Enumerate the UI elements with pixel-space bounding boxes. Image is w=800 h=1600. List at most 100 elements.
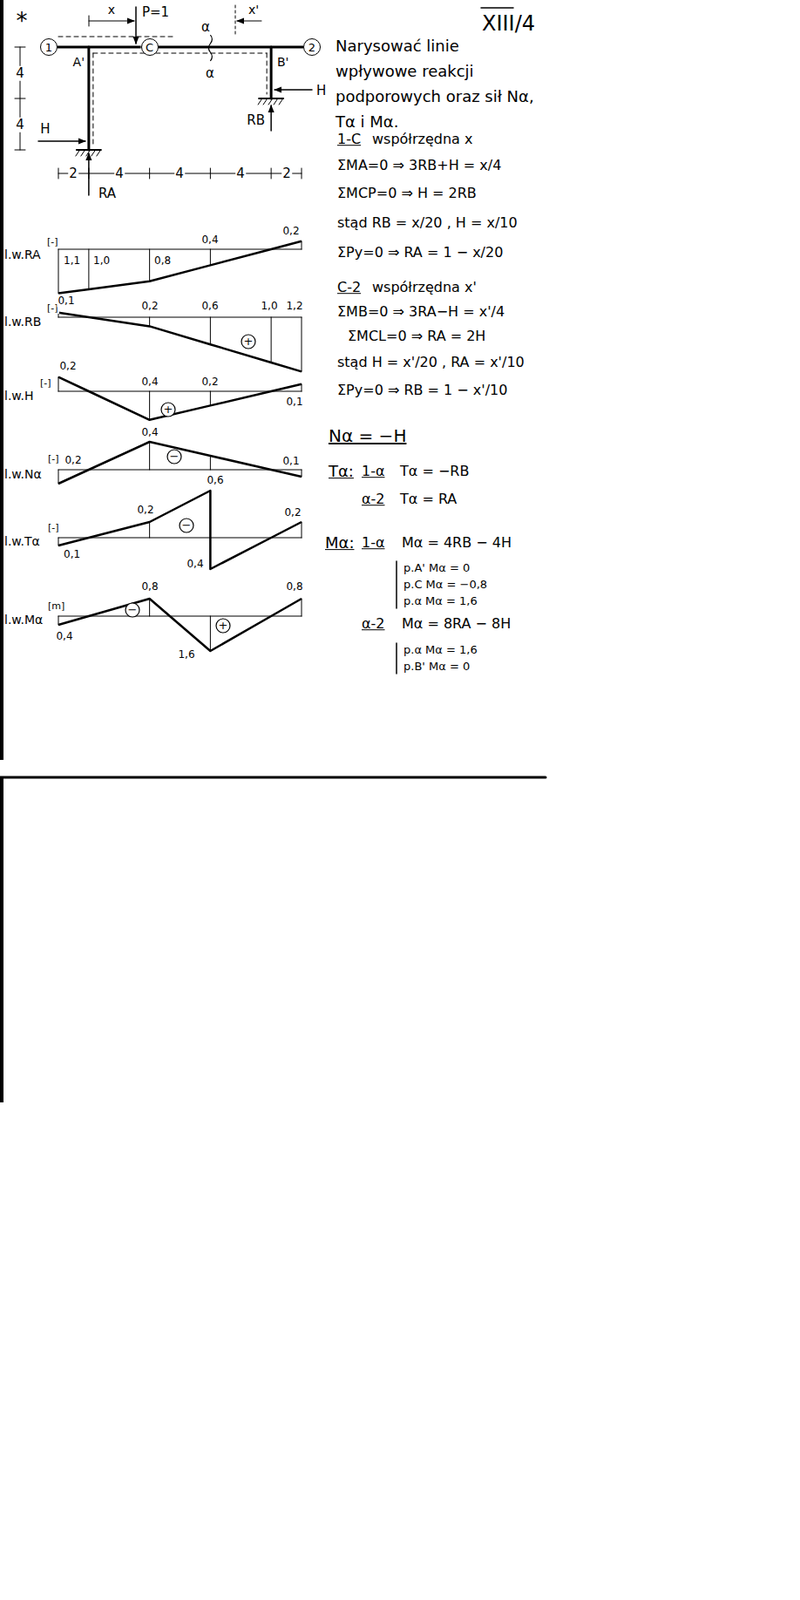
text-label: 0,2	[63, 454, 82, 467]
text-label: RA	[97, 186, 117, 202]
text-label: [-]	[46, 237, 60, 248]
text-label: Mα = 4RB − 4H	[400, 535, 513, 551]
text-label: Narysować linie wpływowe reakcji podporo…	[334, 33, 546, 135]
text-label: 0,2	[281, 225, 300, 238]
text-label: P=1	[141, 5, 170, 21]
text-label: x	[107, 3, 116, 17]
beam-member	[158, 46, 304, 49]
ordinate-line	[58, 377, 60, 392]
text-label: 1,0	[259, 300, 278, 312]
text-label: +	[217, 619, 230, 632]
fiber-line	[93, 53, 267, 55]
text-label: 1,2	[284, 300, 304, 312]
text-label: 1,1	[62, 255, 82, 267]
influence-baseline	[58, 248, 302, 250]
text-label: 0,2	[135, 504, 155, 516]
support-hatch	[96, 150, 101, 156]
influence-line	[58, 241, 302, 294]
support-hatch	[257, 99, 262, 105]
text-label: 1-α	[360, 463, 387, 480]
text-label: 4	[14, 117, 26, 133]
text-label: 0,2	[140, 300, 159, 312]
text-label: 0,2	[58, 360, 77, 373]
bracket-bar	[395, 643, 398, 674]
support-hatch	[273, 99, 278, 105]
text-label: l.w.Mα	[3, 613, 44, 627]
influence-line	[58, 377, 302, 421]
ordinate-line	[301, 522, 303, 538]
text-label: Tα:	[327, 462, 355, 481]
text-label: H	[315, 83, 327, 99]
text-label: stąd H = x'/20 , RA = x'/10	[336, 354, 526, 371]
text-label: l.w.Nα	[3, 467, 43, 482]
text-label: p.α Mα = 1,6	[402, 644, 479, 657]
reference-line	[235, 5, 237, 35]
support-base	[76, 149, 102, 151]
joint-label: 1	[45, 41, 53, 54]
text-label: ΣPy=0 ⇒ RA = 1 − x/20	[336, 244, 504, 261]
ordinate-line	[149, 441, 150, 470]
text-label: p.B' Mα = 0	[402, 660, 471, 673]
text-label: A'	[72, 55, 86, 69]
support-hatch	[268, 99, 272, 105]
text-label: 0,8	[153, 255, 172, 267]
dimension-tick	[14, 149, 26, 151]
text-label: [-]	[39, 378, 53, 389]
reaction-arrow	[274, 88, 312, 91]
dimension-tick	[14, 98, 26, 100]
load-path	[58, 36, 175, 38]
text-label: ΣPy=0 ⇒ RB = 1 − x'/10	[336, 382, 509, 399]
text-label: 1-C	[336, 131, 362, 148]
ordinate-line	[149, 317, 150, 326]
joint-label: 2	[308, 41, 316, 54]
text-label: C-2	[336, 279, 362, 296]
text-label: RB	[245, 113, 266, 129]
text-label: α-2	[360, 616, 387, 632]
page-border	[0, 0, 4, 760]
sign-circle	[216, 618, 231, 633]
ordinate-line	[58, 469, 60, 484]
ordinate-line	[301, 598, 303, 617]
dimension-tick	[88, 15, 90, 27]
text-label: Mα:	[324, 534, 355, 552]
influence-line	[58, 441, 302, 484]
overline	[481, 6, 514, 9]
ordinate-line	[149, 249, 150, 282]
text-label: ΣMA=0 ⇒ 3RB+H = x/4	[336, 157, 502, 174]
text-label: Mα = 8RA − 8H	[400, 616, 512, 632]
text-label: 0,1	[284, 396, 304, 408]
ordinate-line	[149, 391, 150, 421]
text-label: p.A' Mα = 0	[402, 562, 471, 575]
text-label: 0,4	[140, 427, 159, 439]
text-label: 0,4	[140, 376, 159, 388]
text-label: XIII/4	[481, 12, 536, 35]
ordinate-line	[271, 317, 272, 363]
support-hatch	[263, 99, 267, 105]
text-label: [-]	[47, 454, 61, 465]
dimension-tick	[149, 168, 150, 179]
sign-circle	[167, 449, 182, 464]
text-label: [m]	[47, 601, 66, 612]
dimension-tick	[210, 168, 211, 179]
text-label: 0,1	[62, 549, 82, 561]
page-divider	[0, 776, 546, 780]
sign-circle	[179, 518, 194, 533]
text-label: 1-α	[360, 535, 387, 551]
text-label: α	[200, 20, 211, 35]
support-hatch	[75, 150, 80, 156]
text-label: 1,0	[92, 255, 111, 267]
column	[270, 47, 273, 99]
ordinate-line	[210, 455, 211, 470]
text-label: współrzędna x'	[371, 279, 478, 296]
text-label: α	[204, 66, 216, 82]
text-label: Tα = −RB	[399, 463, 470, 480]
fiber-line	[266, 53, 268, 95]
text-label: 4	[114, 166, 125, 182]
text-label: *	[15, 8, 29, 34]
text-label: p.α Mα = 1,6	[402, 595, 479, 608]
text-label: −	[181, 519, 193, 532]
ordinate-line	[58, 249, 60, 294]
text-label: 0,4	[54, 630, 74, 643]
